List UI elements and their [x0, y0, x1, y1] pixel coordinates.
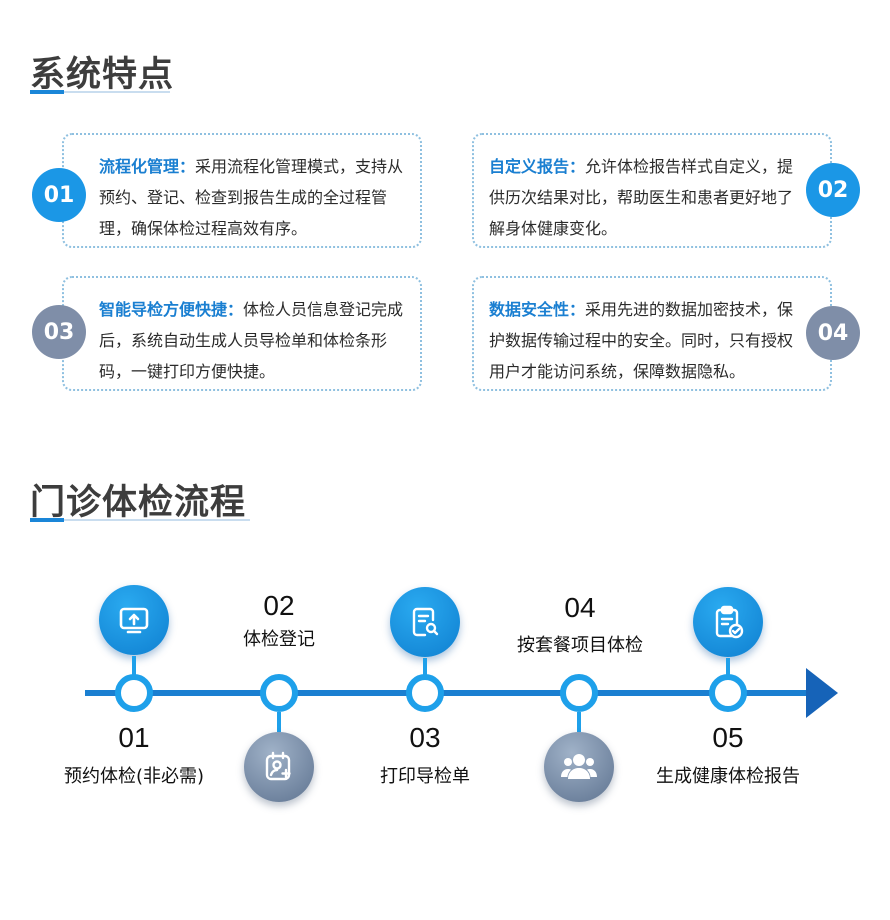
flow-connector	[132, 656, 136, 676]
clipboard-check-icon	[693, 587, 763, 657]
feature-keyword: 流程化管理：	[99, 157, 196, 176]
flow-title-underline	[30, 518, 250, 522]
feature-card-3: 智能导检方便快捷：体检人员信息登记完成后，系统自动生成人员导检单和体检条形码，一…	[62, 276, 422, 391]
feature-card-1: 流程化管理：采用流程化管理模式，支持从预约、登记、检查到报告生成的全过程管理，确…	[62, 133, 422, 248]
step-number: 04	[564, 592, 596, 623]
flow-title: 门诊体检流程	[30, 483, 247, 523]
step-number: 05	[712, 722, 744, 753]
flow-node	[260, 674, 298, 712]
flow-connector	[277, 712, 281, 732]
group-users-icon	[544, 732, 614, 802]
upload-screen-icon	[99, 585, 169, 655]
step-label: 按套餐项目体检	[517, 635, 643, 656]
flow-node	[709, 674, 747, 712]
feature-keyword: 自定义报告：	[489, 157, 586, 176]
feature-number-badge: 01	[32, 168, 86, 222]
flow-node	[560, 674, 598, 712]
flow-connector	[423, 658, 427, 678]
flow-connector	[726, 658, 730, 678]
feature-description: 采用流程化管理模式，支持从预约、登记、检查到报告生成的全过程管理，确保体检过程高…	[99, 157, 404, 238]
feature-card-2: 自定义报告：允许体检报告样式自定义，提供历次结果对比，帮助医生和患者更好地了解身…	[472, 133, 832, 248]
add-user-card-icon	[244, 732, 314, 802]
flow-timeline	[85, 690, 815, 696]
feature-number-badge: 04	[806, 306, 860, 360]
feature-number-badge: 03	[32, 305, 86, 359]
flow-node	[406, 674, 444, 712]
flow-connector	[577, 712, 581, 732]
step-number: 03	[409, 722, 441, 753]
feature-card-4: 数据安全性：采用先进的数据加密技术，保护数据传输过程中的安全。同时，只有授权用户…	[472, 276, 832, 391]
step-number: 01	[118, 722, 150, 753]
flow-arrow-icon	[806, 668, 838, 718]
flow-node	[115, 674, 153, 712]
features-title: 系统特点	[30, 55, 175, 95]
feature-description: 采用先进的数据加密技术，保护数据传输过程中的安全。同时，只有授权用户才能访问系统…	[489, 300, 794, 381]
step-label: 体检登记	[243, 629, 315, 650]
step-number: 02	[263, 590, 295, 621]
step-label: 生成健康体检报告	[656, 766, 800, 787]
feature-keyword: 智能导检方便快捷：	[99, 300, 244, 319]
step-label: 打印导检单	[380, 766, 470, 787]
document-search-icon	[390, 587, 460, 657]
feature-keyword: 数据安全性：	[489, 300, 586, 319]
feature-description: 允许体检报告样式自定义，提供历次结果对比，帮助医生和患者更好地了解身体健康变化。	[489, 157, 794, 238]
features-title-underline	[30, 90, 170, 94]
step-label: 预约体检(非必需)	[63, 766, 205, 787]
feature-number-badge: 02	[806, 163, 860, 217]
feature-description: 体检人员信息登记完成后，系统自动生成人员导检单和体检条形码，一键打印方便快捷。	[99, 300, 404, 381]
